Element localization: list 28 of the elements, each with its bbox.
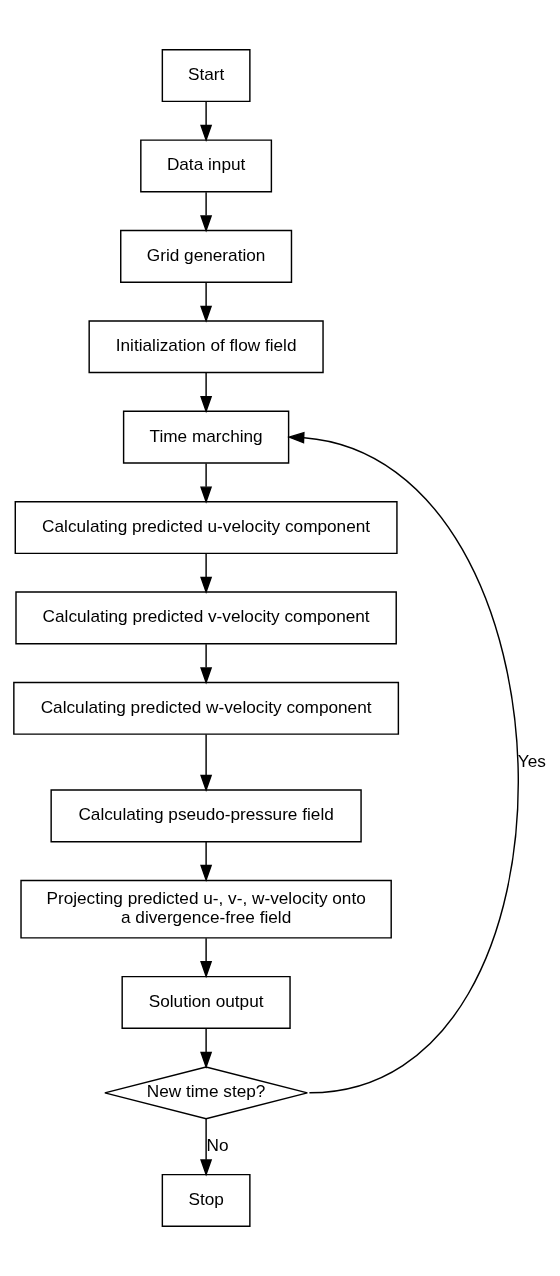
node-box: Calculating predicted v-velocity component — [15, 591, 397, 645]
node-box: Projecting predicted u-, v-, w-velocity onto a divergence-free field — [20, 879, 392, 939]
node-diamond: New time step? — [104, 1066, 309, 1120]
node-box: Calculating pseudo-pressure field — [50, 789, 362, 843]
arrow — [200, 281, 213, 323]
node-box: Data input — [140, 139, 273, 193]
node-box: Grid generation — [120, 229, 293, 283]
node-box: Time marching — [122, 410, 290, 464]
node-box: Start — [161, 49, 251, 103]
node-box: Solution output — [121, 975, 291, 1029]
arrow — [200, 937, 213, 979]
arrow — [200, 372, 213, 414]
arrow — [200, 191, 213, 233]
node-box: Stop — [161, 1173, 251, 1227]
arrow — [200, 841, 213, 883]
node-box: Initialization of flow field — [88, 320, 324, 374]
arrow — [200, 462, 213, 504]
edge-label: No — [206, 1135, 229, 1156]
node-box: Calculating predicted w-velocity component — [13, 681, 400, 735]
arrow — [200, 733, 213, 792]
arrow — [200, 643, 213, 685]
arrow — [200, 553, 213, 595]
node-box: Calculating predicted u-velocity component — [14, 501, 398, 555]
arrow — [200, 1028, 213, 1069]
arrow — [287, 431, 519, 1094]
arrow — [200, 1118, 213, 1177]
edge-label: Yes — [517, 750, 546, 771]
arrow — [200, 101, 213, 143]
